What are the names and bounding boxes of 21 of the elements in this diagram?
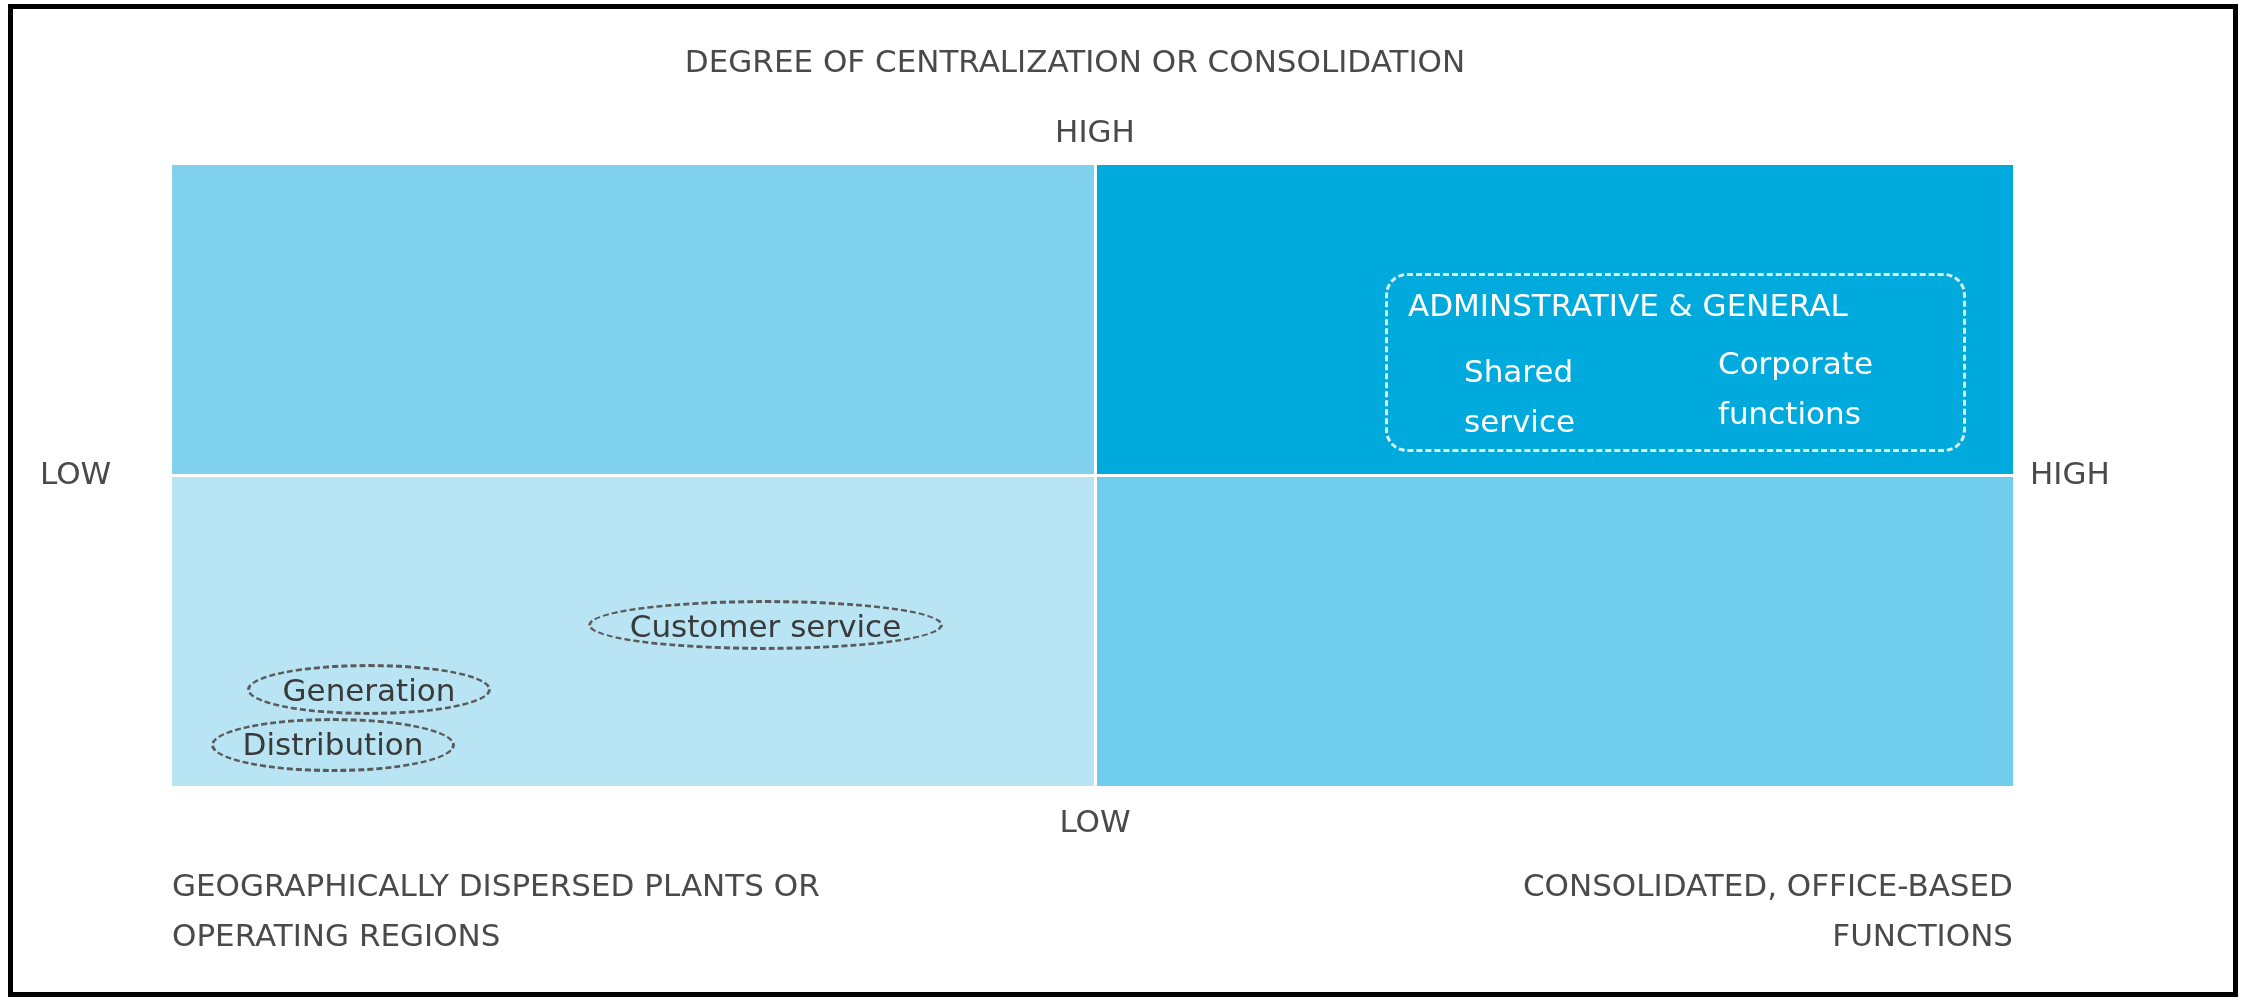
axis-end-label: HIGH — [2030, 454, 2111, 493]
node-label: Customer service — [628, 607, 903, 646]
group-item: Corporate functions — [1718, 344, 1874, 433]
dashed-oval — [588, 600, 943, 650]
quadrant-panel — [172, 477, 1094, 786]
axis-title: DEGREE OF CENTRALIZATION OR CONSOLIDATION — [683, 42, 1467, 81]
node-label: Distribution — [241, 725, 425, 764]
axis-end-label: HIGH — [1054, 112, 1136, 151]
quadrant-panel — [1097, 477, 2013, 786]
axis-end-label: LOW — [1058, 802, 1132, 841]
group-item: Shared service — [1464, 352, 1577, 441]
axis-end-label: LOW — [40, 454, 113, 493]
group-heading: ADMINSTRATIVE & GENERAL — [1408, 286, 1848, 325]
axis-end-caption: CONSOLIDATED, OFFICE-BASED FUNCTIONS — [1521, 866, 2013, 955]
dashed-group-box — [1385, 273, 1966, 452]
dashed-oval — [247, 664, 491, 715]
node-label: Generation — [281, 671, 457, 710]
quadrant-panel — [1097, 165, 2013, 474]
quadrant-panel — [172, 165, 1094, 474]
dashed-oval — [211, 718, 455, 772]
axis-end-caption: GEOGRAPHICALLY DISPERSED PLANTS OR OPERATING REGIONS — [172, 866, 821, 955]
